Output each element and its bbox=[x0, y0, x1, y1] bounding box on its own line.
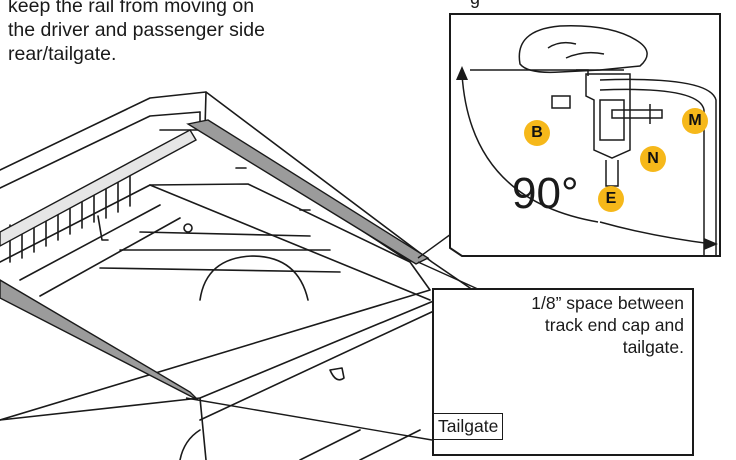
angle-label: 90° bbox=[512, 169, 579, 218]
instruction-line: rear/tailgate. bbox=[8, 43, 117, 65]
gap-note: 1/8” space between track end cap and tai… bbox=[444, 292, 684, 358]
gap-note-line: tailgate. bbox=[622, 337, 684, 357]
clipped-top-text: g bbox=[470, 0, 480, 9]
callout-badge-e: E bbox=[598, 186, 624, 212]
tailgate-label: Tailgate bbox=[433, 413, 504, 440]
gap-note-line: track end cap and bbox=[544, 315, 684, 335]
front-rail-track bbox=[0, 129, 197, 247]
callout-badge-n: N bbox=[640, 146, 666, 172]
gap-callout-box: 1/8” space between track end cap and tai… bbox=[432, 288, 694, 456]
instruction-line: the driver and passenger side bbox=[8, 19, 265, 41]
gap-note-line: 1/8” space between bbox=[531, 293, 684, 313]
detail-inset-frame bbox=[449, 13, 721, 257]
callout-badge-m: M bbox=[682, 108, 708, 134]
passenger-side-rail bbox=[0, 279, 199, 401]
instruction-text: keep the rail from moving on the driver … bbox=[8, 0, 428, 66]
callout-badge-b: B bbox=[524, 120, 550, 146]
instruction-line: keep the rail from moving on bbox=[8, 0, 255, 17]
driver-side-rail bbox=[186, 119, 430, 265]
